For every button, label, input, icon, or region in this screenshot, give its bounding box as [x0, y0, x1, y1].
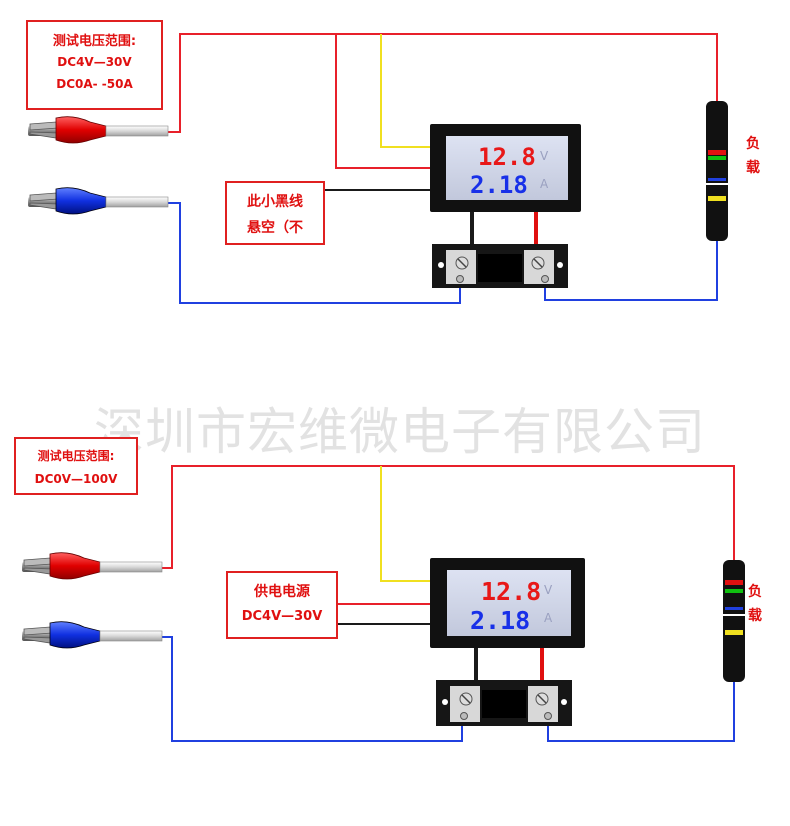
supply-voltage: DC4V—30V [241, 609, 323, 624]
amp-unit: A [544, 611, 553, 625]
diagram-1: 12.8 2.18 V A [27, 33, 728, 304]
volt-unit: V [540, 149, 549, 163]
volt-unit: V [544, 583, 553, 597]
shunt-resistor [432, 244, 568, 288]
shunt-screw-right-top [531, 256, 545, 270]
range-current: DC0A- -50A [56, 77, 133, 91]
voltage-reading: 12.8 [478, 143, 536, 171]
range-voltage: DC0V—100V [34, 472, 118, 486]
power-supply-box: 供电电源 DC4V—30V [226, 571, 338, 639]
load-label: 负 载 [746, 132, 760, 180]
blue-wire [167, 202, 461, 304]
current-reading: 2.18 [470, 171, 528, 199]
range-title: 测试电压范围: [37, 449, 115, 463]
load-label-line-2: 载 [748, 608, 762, 624]
voltage-range-box: 测试电压范围: DC0V—100V [14, 437, 138, 495]
red-wire [160, 465, 735, 569]
supply-title: 供电电源 [254, 584, 310, 600]
blue-load-wire [544, 240, 718, 301]
shunt-resistor [436, 680, 572, 726]
yellow-wire [380, 466, 432, 582]
panel-meter: 12.8 2.18 V A [430, 124, 581, 212]
voltage-reading: 12.8 [481, 577, 541, 606]
load-resistor [723, 560, 745, 682]
load-label: 负 载 [748, 580, 762, 628]
amp-unit: A [540, 177, 549, 191]
voltage-range-box: 测试电压范围: DC4V—30V DC0A- -50A [26, 20, 163, 110]
current-reading: 2.18 [470, 606, 530, 635]
red-supply-wire [335, 34, 432, 169]
panel-meter: 12.8 2.18 V A [430, 558, 585, 648]
blue-wire [160, 636, 463, 742]
red-wire [167, 33, 718, 133]
range-voltage: DC4V—30V [57, 55, 132, 69]
shunt-screw-right-top [535, 692, 549, 706]
blue-alligator-clip [21, 621, 163, 649]
red-alligator-clip [27, 116, 169, 144]
load-label-line-1: 负 [748, 584, 762, 600]
load-label-line-1: 负 [746, 136, 760, 152]
note-line-1: 此小黑线 [247, 194, 303, 210]
note-line-2: 悬空（不 [247, 220, 303, 236]
diagram-2: 12.8 2.18 V A [21, 465, 745, 742]
load-resistor [706, 101, 728, 241]
shunt-screw-left-top [455, 256, 469, 270]
load-label-line-2: 载 [746, 160, 760, 176]
blue-load-wire [547, 680, 735, 742]
range-title: 测试电压范围: [52, 34, 137, 49]
red-alligator-clip [21, 552, 163, 580]
floating-wire-note: 此小黑线 悬空（不 [225, 181, 325, 245]
yellow-wire [380, 34, 432, 148]
blue-alligator-clip [27, 187, 169, 215]
company-watermark: 深圳市宏维微电子有限公司 [94, 403, 706, 461]
shunt-screw-left-top [459, 692, 473, 706]
